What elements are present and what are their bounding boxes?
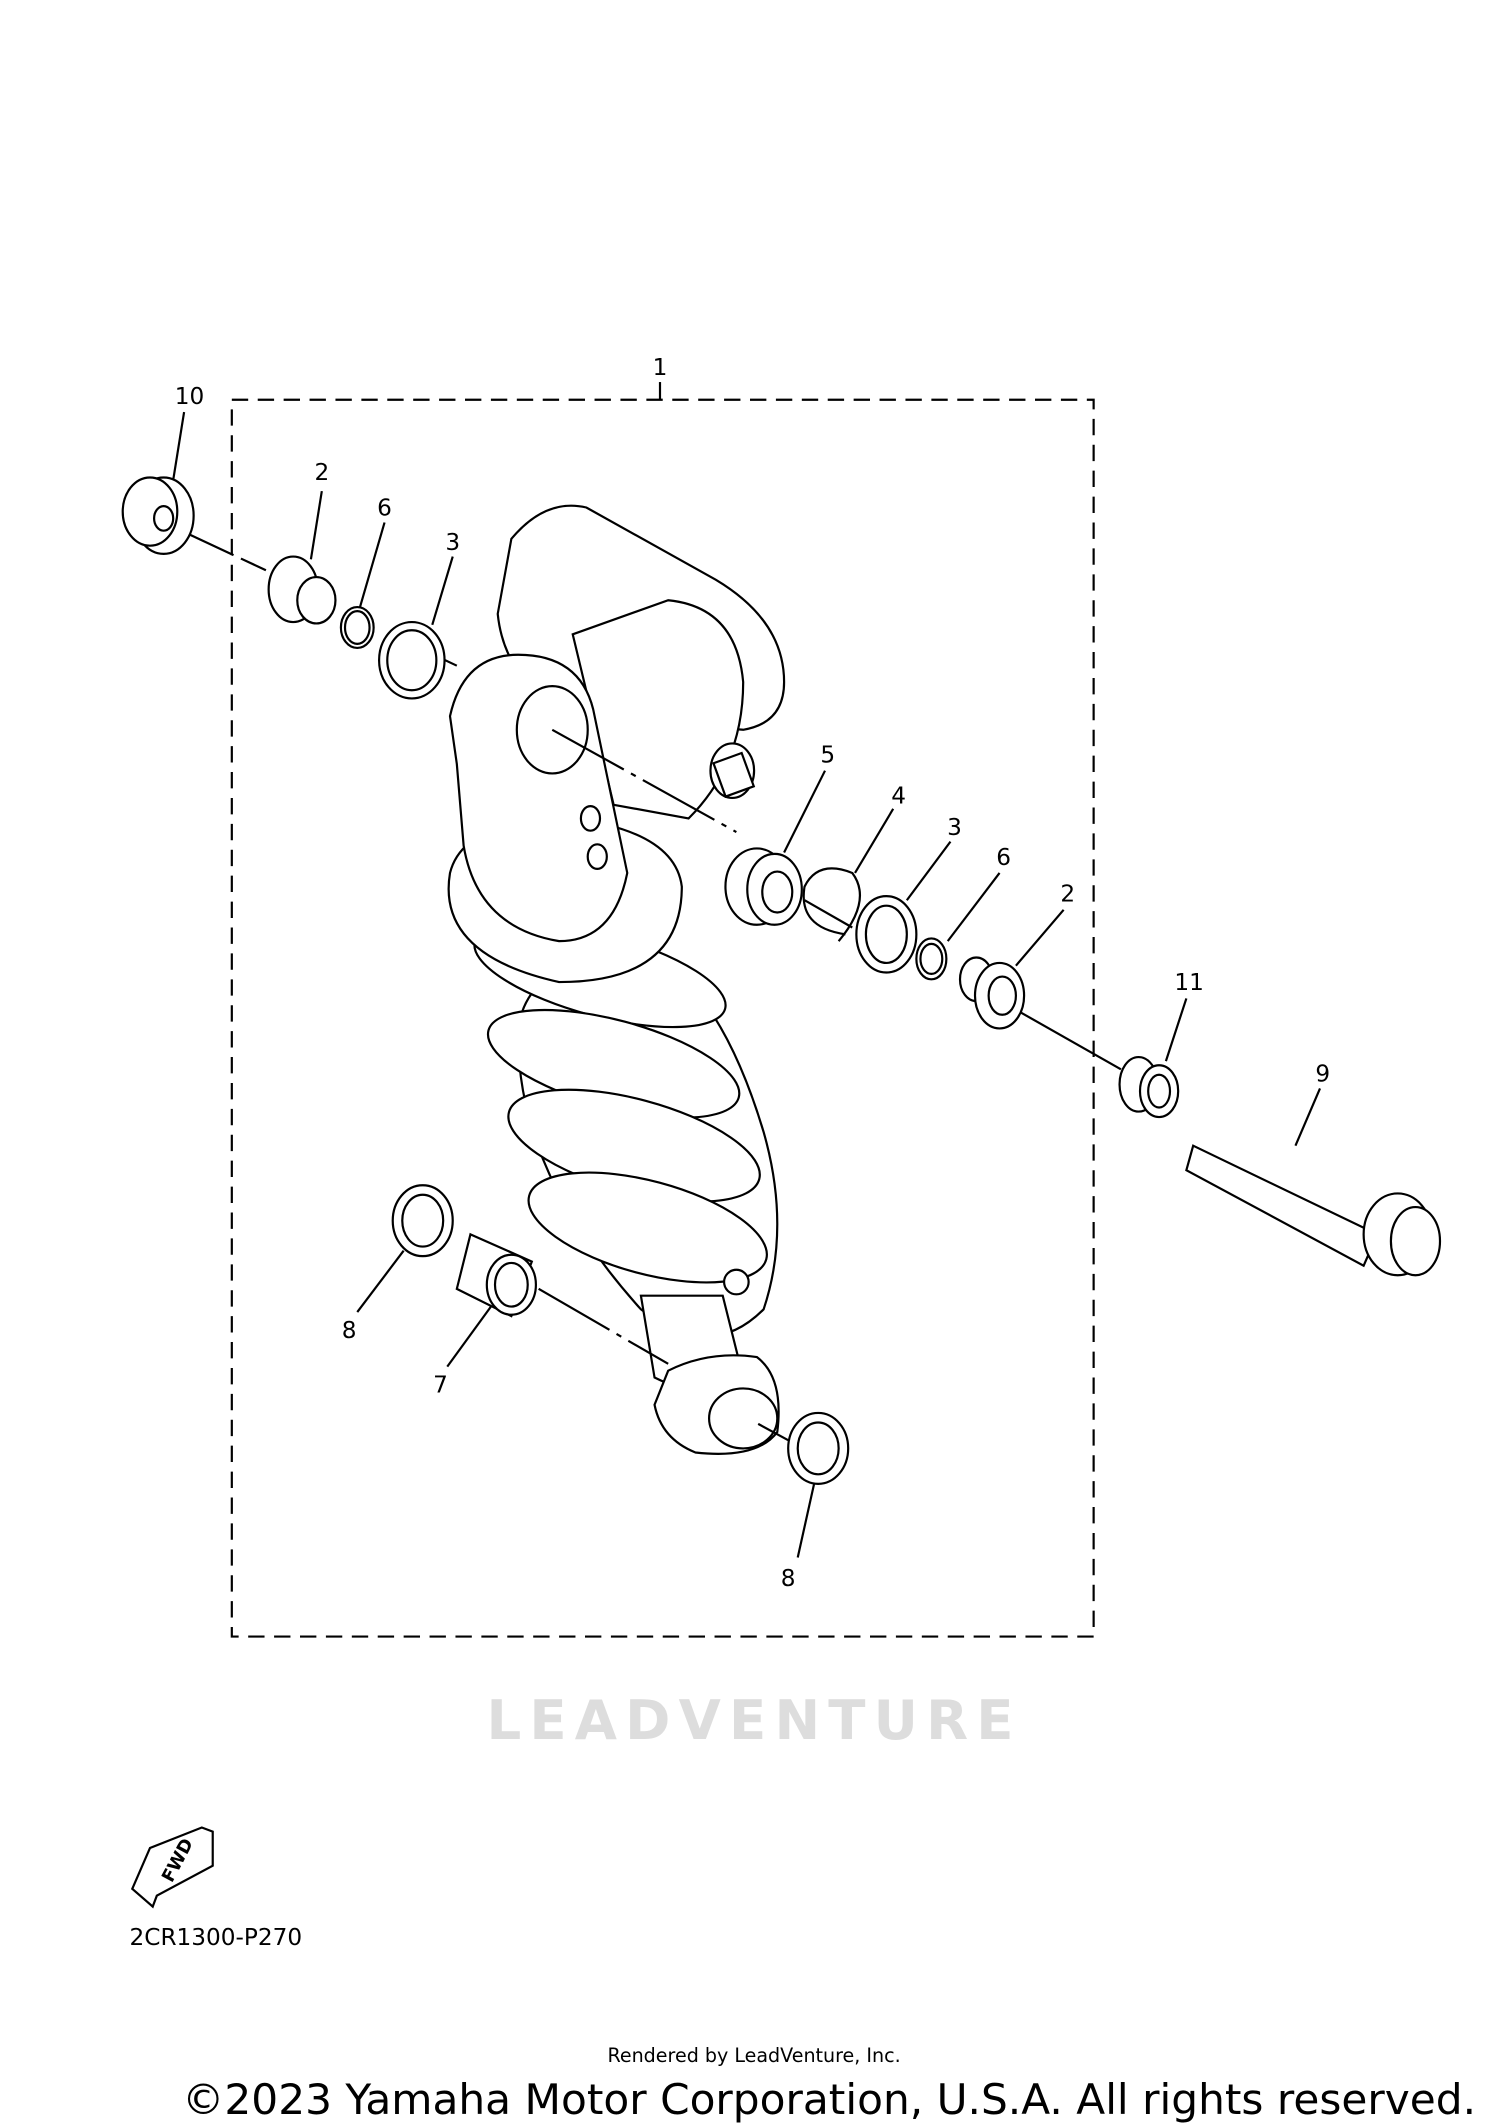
part-8-seal-right[interactable]: [787, 1411, 850, 1485]
callout-9: 9: [1315, 1061, 1330, 1088]
leader-lines: [172, 411, 1322, 1558]
part-5-bearing[interactable]: [724, 847, 803, 926]
part-3-seal-left[interactable]: [378, 620, 446, 700]
part-2-collar-left[interactable]: [267, 555, 337, 625]
callout-5: 5: [820, 741, 835, 768]
part-8-seal-left[interactable]: [391, 1184, 454, 1258]
shock-body: [447, 653, 780, 1455]
part-6-oring-left[interactable]: [339, 605, 375, 650]
callout-11: 11: [1174, 969, 1204, 996]
part-3-seal-right[interactable]: [855, 895, 918, 974]
watermark: LEADVENTURE: [486, 1688, 1021, 1752]
callout-4: 4: [891, 782, 906, 809]
part-6-oring-right[interactable]: [915, 937, 948, 981]
callout-6: 6: [377, 495, 392, 522]
part-9-bolt[interactable]: [1185, 1144, 1442, 1277]
callout-8: 8: [342, 1317, 357, 1344]
callout-10: 10: [175, 383, 205, 410]
callout-6: 6: [996, 844, 1011, 871]
callout-1: 1: [653, 354, 668, 381]
part-7-needle-bearing[interactable]: [455, 1232, 537, 1318]
copyright: ©2023 Yamaha Motor Corporation, U.S.A. A…: [182, 2075, 1476, 2124]
part-11-collar[interactable]: [1118, 1055, 1180, 1119]
callout-3: 3: [947, 814, 962, 841]
diagram-code: 2CR1300-P270: [130, 1924, 303, 1951]
callout-2: 2: [314, 459, 329, 486]
callout-8: 8: [781, 1565, 796, 1592]
part-2-collar-right[interactable]: [958, 956, 1026, 1030]
part-4-circlip[interactable]: [802, 867, 861, 942]
callout-3: 3: [445, 529, 460, 556]
part-10-nut[interactable]: [121, 476, 195, 555]
fwd-arrow-icon: FWD: [130, 1826, 214, 1909]
callout-2: 2: [1060, 881, 1075, 908]
rendered-by: Rendered by LeadVenture, Inc.: [607, 2044, 900, 2067]
callout-7: 7: [433, 1372, 448, 1399]
